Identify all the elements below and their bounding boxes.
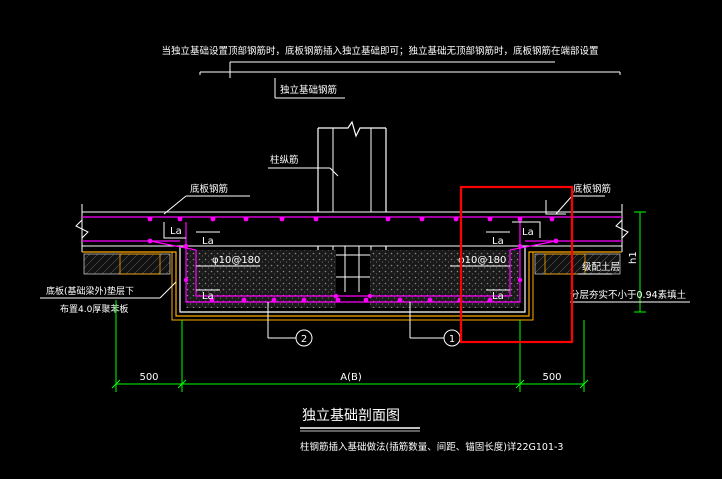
marker-2: 2 xyxy=(267,302,313,347)
label-cushion: 级配土层 xyxy=(582,261,620,273)
slab xyxy=(75,204,629,252)
label-backfill: 分层夯实不小于0.94素填土 xyxy=(570,289,687,301)
la-label-1: La xyxy=(170,226,182,237)
svg-text:1: 1 xyxy=(449,334,455,345)
label-bottom-left-1: 底板(基础梁外)垫层下 xyxy=(46,285,134,297)
drawing-title: 独立基础剖面图 xyxy=(302,407,400,424)
la-label-5: La xyxy=(492,236,504,247)
label-column-rebar: 柱纵筋 xyxy=(270,154,299,166)
highlight-box xyxy=(459,185,574,344)
svg-text:2: 2 xyxy=(301,334,307,345)
dim-right: 500 xyxy=(542,372,561,383)
h1-dimension: h1 xyxy=(628,211,646,313)
la-label-3: La xyxy=(202,291,214,302)
stirrup-right-label: φ10@180 xyxy=(458,255,506,266)
top-note: 当独立基础设置顶部钢筋时，底板钢筋插入独立基础即可；独立基础无顶部钢筋时，底板钢… xyxy=(161,45,621,99)
la-label-4: La xyxy=(522,227,534,238)
label-bottom-left-2: 布置4.0厚聚苯板 xyxy=(60,303,128,315)
la-label-6: La xyxy=(492,291,504,302)
column-break-mark xyxy=(318,120,386,138)
top-note-text: 当独立基础设置顶部钢筋时，底板钢筋插入独立基础即可；独立基础无顶部钢筋时，底板钢… xyxy=(161,45,598,57)
label-slab-rebar-right: 底板钢筋 xyxy=(573,183,611,195)
bottom-dimensions xyxy=(111,300,589,392)
dim-h1: h1 xyxy=(628,251,639,264)
foundation-rebar xyxy=(149,222,557,303)
drawing-subtitle: 柱钢筋插入基础做法(插筋数量、间距、锚固长度)详22G101-3 xyxy=(300,441,563,453)
label-slab-rebar-left: 底板钢筋 xyxy=(190,183,228,195)
dim-left: 500 xyxy=(139,372,158,383)
marker-1: 1 xyxy=(409,302,461,347)
cushion-outline xyxy=(82,251,622,317)
label-foundation-top-rebar: 独立基础钢筋 xyxy=(280,84,337,96)
la-label-2: La xyxy=(202,236,214,247)
foundation-pit xyxy=(82,246,622,321)
dim-center: A(B) xyxy=(340,372,362,383)
la-leaders xyxy=(163,221,541,291)
stirrup-left-label: φ10@180 xyxy=(212,255,260,266)
